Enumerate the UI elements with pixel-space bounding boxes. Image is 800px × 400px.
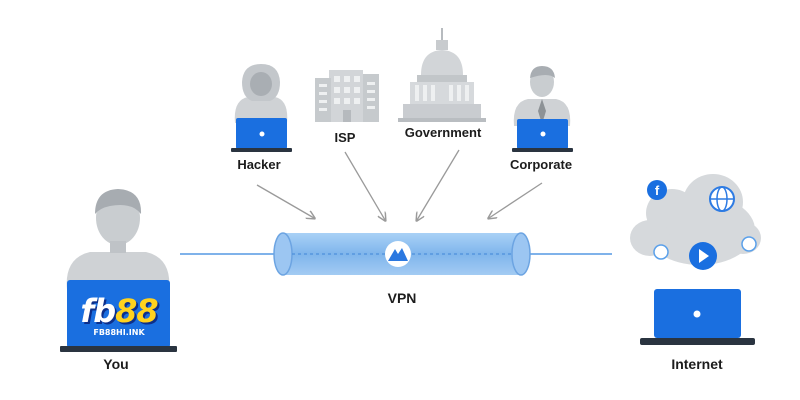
- vpn-label: VPN: [387, 290, 417, 306]
- arrow-corporate: [489, 182, 543, 218]
- logo-subtext: FB88HI.INK: [93, 327, 145, 337]
- isp-label: ISP: [334, 130, 356, 145]
- facebook-icon: f: [647, 180, 667, 200]
- globe-icon: [709, 186, 735, 212]
- corporate-label: Corporate: [509, 157, 573, 172]
- hacker-figure: [231, 64, 292, 152]
- logo-text: fb88: [80, 291, 158, 330]
- user-figure: [60, 189, 177, 352]
- you-label: You: [103, 356, 129, 372]
- government-capitol-icon: [398, 28, 486, 122]
- arrow-isp: [344, 151, 385, 220]
- play-icon: [689, 242, 717, 270]
- arrow-hacker: [256, 184, 314, 218]
- vpn-tunnel: [273, 232, 531, 276]
- twitter-icon: [653, 244, 669, 260]
- svg-text:f: f: [655, 183, 660, 198]
- arrow-government: [417, 149, 460, 220]
- corporate-figure: [512, 66, 573, 152]
- internet-label: Internet: [671, 356, 723, 372]
- laptop-icon: [640, 289, 755, 345]
- isp-building-icon: [315, 70, 379, 122]
- vpn-shield-icon: [385, 241, 411, 267]
- watermark-logo: fb88 FB88HI.INK: [73, 287, 165, 345]
- hacker-label: Hacker: [237, 157, 281, 172]
- music-icon: [741, 236, 757, 252]
- government-label: Government: [404, 125, 482, 140]
